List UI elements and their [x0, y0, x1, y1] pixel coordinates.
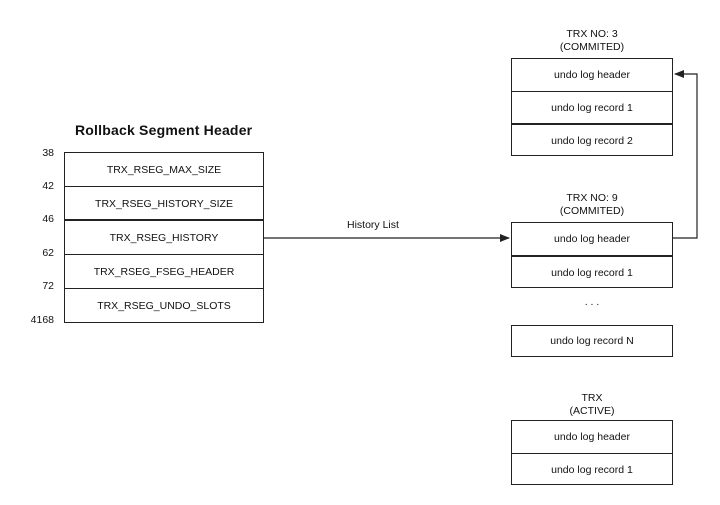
undo-log-record: undo log record 1 — [512, 91, 672, 124]
undo-log-record: undo log record N — [550, 335, 634, 347]
undo-log-record: undo log record 1 — [512, 453, 672, 485]
field-history: TRX_RSEG_HISTORY — [65, 219, 263, 255]
trx-active-label: TRX (ACTIVE) — [511, 392, 673, 418]
rollback-segment-header-box: TRX_RSEG_MAX_SIZE TRX_RSEG_HISTORY_SIZE … — [64, 152, 264, 323]
trx9-label-line1: TRX NO: 9 — [566, 192, 618, 204]
trx-active-undo-log: undo log header undo log record 1 — [511, 420, 673, 485]
undo-log-header: undo log header — [554, 431, 630, 443]
offset-label: 46 — [42, 213, 54, 225]
offset-label: 38 — [42, 147, 54, 159]
trx3-label: TRX NO: 3 (COMMITED) — [511, 28, 673, 54]
offset-label: 42 — [42, 180, 54, 192]
undo-log-header: undo log header — [554, 233, 630, 245]
trx9-ellipsis: . . . — [584, 296, 600, 308]
field-fseg-header: TRX_RSEG_FSEG_HEADER — [65, 254, 263, 289]
history-list-label: History List — [347, 219, 399, 231]
field-history-size: TRX_RSEG_HISTORY_SIZE — [65, 186, 263, 220]
undo-log-record: undo log record 2 — [512, 123, 672, 157]
trx9-label: TRX NO: 9 (COMMITED) — [511, 192, 673, 218]
trx9-last-record: undo log record N — [511, 325, 673, 357]
trx-active-label-line2: (ACTIVE) — [569, 405, 615, 417]
field-max-size: TRX_RSEG_MAX_SIZE — [106, 163, 222, 176]
trx3-undo-log: undo log header undo log record 1 undo l… — [511, 58, 673, 156]
trx9-to-trx3-arrow — [673, 70, 698, 239]
trx3-label-line2: (COMMITED) — [559, 41, 625, 53]
offset-label: 4168 — [30, 314, 54, 326]
field-undo-slots: TRX_RSEG_UNDO_SLOTS — [65, 288, 263, 323]
offset-label: 62 — [42, 247, 54, 259]
trx9-undo-log: undo log header undo log record 1 — [511, 222, 673, 288]
trx-active-label-line1: TRX — [581, 392, 603, 404]
trx9-label-line2: (COMMITED) — [559, 205, 625, 217]
rseg-title: Rollback Segment Header — [75, 122, 253, 138]
offset-label: 72 — [42, 280, 54, 292]
trx3-label-line1: TRX NO: 3 — [566, 28, 618, 40]
undo-log-record: undo log record 1 — [512, 255, 672, 289]
undo-log-header: undo log header — [554, 69, 630, 81]
